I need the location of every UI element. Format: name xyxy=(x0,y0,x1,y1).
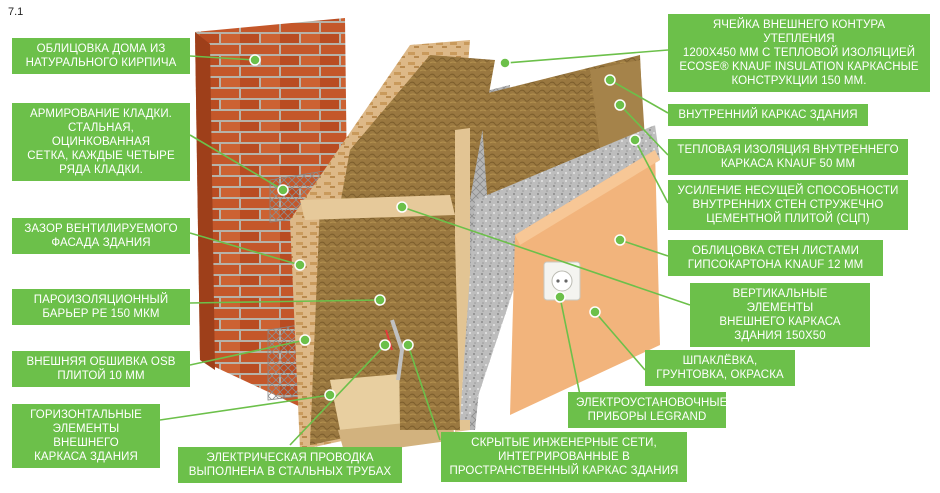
label-brick-facing: ОБЛИЦОВКА ДОМА ИЗ НАТУРАЛЬНОГО КИРПИЧА xyxy=(12,38,190,74)
label-bearing-reinforcement: УСИЛЕНИЕ НЕСУЩЕЙ СПОСОБНОСТИ ВНУТРЕННИХ … xyxy=(668,180,908,230)
label-osb-sheathing: ВНЕШНЯЯ ОБШИВКА OSB ПЛИТОЙ 10 ММ xyxy=(12,351,190,387)
label-masonry-reinforcement: АРМИРОВАНИЕ КЛАДКИ. СТАЛЬНАЯ, ОЦИНКОВАНН… xyxy=(12,103,190,181)
electrical-socket xyxy=(543,261,581,301)
label-vertical-elements: ВЕРТИКАЛЬНЫЕ ЭЛЕМЕНТЫ ВНЕШНЕГО КАРКАСА З… xyxy=(690,283,870,347)
label-inner-frame: ВНУТРЕННИЙ КАРКАС ЗДАНИЯ xyxy=(668,104,868,126)
cement-board xyxy=(460,125,660,420)
label-ventilated-gap: ЗАЗОР ВЕНТИЛИРУЕМОГО ФАСАДА ЗДАНИЯ xyxy=(12,218,190,254)
label-finishing: ШПАКЛЁВКА, ГРУНТОВКА, ОКРАСКА xyxy=(645,350,795,386)
label-inner-insulation: ТЕПЛОВАЯ ИЗОЛЯЦИЯ ВНУТРЕННЕГО КАРКАСА KN… xyxy=(668,139,908,175)
label-outer-cell: ЯЧЕЙКА ВНЕШНЕГО КОНТУРА УТЕПЛЕНИЯ 1200X4… xyxy=(668,14,930,92)
label-electrical-devices: ЭЛЕКТРОУСТАНОВОЧНЫЕ ПРИБОРЫ LEGRAND xyxy=(568,392,727,428)
label-gypsum-cladding: ОБЛИЦОВКА СТЕН ЛИСТАМИ ГИПСОКАРТОНА KNAU… xyxy=(668,240,883,276)
label-electrical-wiring: ЭЛЕКТРИЧЕСКАЯ ПРОВОДКА ВЫПОЛНЕНА В СТАЛЬ… xyxy=(178,447,402,483)
wiring-pipes xyxy=(385,319,405,381)
label-hidden-networks: СКРЫТЫЕ ИНЖЕНЕРНЫЕ СЕТИ, ИНТЕГРИРОВАННЫЕ… xyxy=(441,432,687,482)
leader-dots xyxy=(249,54,641,401)
label-vapor-barrier: ПАРОИЗОЛЯЦИОННЫЙ БАРЬЕР PE 150 МКМ xyxy=(12,289,190,325)
leader-lines xyxy=(159,49,691,446)
figure-number: 7.1 xyxy=(8,6,24,18)
label-horizontal-frame: ГОРИЗОНТАЛЬНЫЕ ЭЛЕМЕНТЫ ВНЕШНЕГО КАРКАСА… xyxy=(12,404,160,468)
gypsum-board xyxy=(510,150,660,415)
